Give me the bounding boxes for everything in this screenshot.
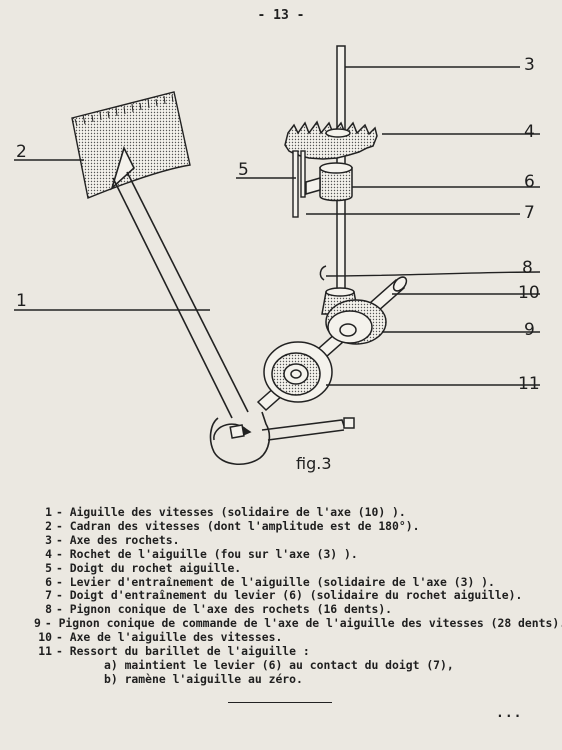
drive-lever	[305, 162, 353, 202]
figure-caption: fig.3	[296, 454, 332, 473]
legend-number: 7	[45, 588, 52, 603]
callout-11: 11	[518, 374, 540, 394]
bevel-gear-28	[325, 299, 387, 345]
callout-3: 3	[524, 55, 535, 75]
legend-item: 8 - Pignon conique de l'axe des rochets …	[34, 602, 554, 617]
legend-text: - Pignon conique de l'axe des rochets (1…	[56, 602, 393, 617]
callout-2: 2	[16, 142, 27, 162]
legend-number: 2	[45, 518, 52, 533]
legend-number: 4	[45, 546, 52, 561]
legend-number: 11	[38, 644, 52, 659]
legend-text: - Levier d'entraînement de l'aiguille (s…	[56, 574, 495, 589]
legend-item: 9 - Pignon conique de commande de l'axe …	[34, 616, 562, 631]
legend-text: - Ressort du barillet de l'aiguille :	[56, 644, 310, 659]
legend-text: - Cadran des vitesses (dont l'amplitude …	[56, 518, 420, 533]
legend-text: - Axe des rochets.	[56, 532, 180, 547]
callout-6: 6	[524, 172, 535, 192]
legend-number: 5	[45, 560, 52, 575]
legend-text: - Doigt du rochet aiguille.	[56, 560, 242, 575]
needle-hub	[213, 423, 252, 441]
legend-item: 4 - Rochet de l'aiguille (fou sur l'axe …	[34, 546, 554, 562]
callout-labels: 3 4 2 5 6 7 8 1 10 9 11	[16, 55, 540, 394]
speed-needle	[110, 145, 271, 465]
needle-ratchet	[284, 120, 378, 160]
legend-number: 10	[38, 630, 52, 645]
ratchet-finger	[292, 150, 306, 218]
legend-text: - Axe de l'aiguille des vitesses.	[56, 630, 283, 645]
callout-7: 7	[524, 203, 535, 223]
legend-list: 1 - Aiguille des vitesses (solidaire de …	[34, 505, 562, 687]
callout-4: 4	[524, 122, 535, 142]
legend-subitem: b) ramène l'aiguille au zéro.	[104, 671, 303, 686]
continuation-marker: ...	[496, 706, 523, 721]
legend-text: - Aiguille des vitesses (solidaire de l'…	[56, 505, 406, 519]
callout-10: 10	[518, 283, 540, 303]
legend-item: 7 - Doigt d'entraînement du levier (6) (…	[34, 589, 554, 603]
legend-text: - Rochet de l'aiguille (fou sur l'axe (3…	[56, 546, 358, 561]
legend-item: 10 - Axe de l'aiguille des vitesses.	[34, 630, 554, 645]
base-bracket	[261, 417, 355, 441]
legend-number: 8	[45, 602, 52, 617]
legend-number: 3	[45, 532, 52, 547]
speed-dial	[71, 91, 191, 199]
leader-lines	[14, 66, 541, 386]
callout-5: 5	[238, 160, 249, 180]
legend-text: - Doigt d'entraînement du levier (6) (so…	[56, 588, 523, 603]
separator-rule	[228, 702, 332, 703]
page-number: - 13 -	[257, 8, 305, 23]
legend-item: 5 - Doigt du rochet aiguille.	[34, 560, 554, 576]
barrel-spring	[263, 341, 333, 403]
callout-1: 1	[16, 291, 27, 311]
legend-item: 6 - Levier d'entraînement de l'aiguille …	[34, 574, 554, 590]
callout-8: 8	[522, 258, 533, 278]
legend-subitem: a) maintient le levier (6) au contact du…	[104, 657, 454, 672]
legend-item: 2 - Cadran des vitesses (dont l'amplitud…	[34, 518, 554, 534]
legend-item: 3 - Axe des rochets.	[34, 532, 554, 548]
legend-number: 1	[45, 505, 52, 519]
legend-item: 11 - Ressort du barillet de l'aiguille :	[34, 644, 554, 659]
legend-text: - Pignon conique de commande de l'axe de…	[44, 616, 562, 631]
legend-number: 9	[34, 616, 41, 631]
legend-item: 1 - Aiguille des vitesses (solidaire de …	[34, 505, 554, 520]
callout-9: 9	[524, 320, 535, 340]
legend-number: 6	[45, 574, 52, 589]
